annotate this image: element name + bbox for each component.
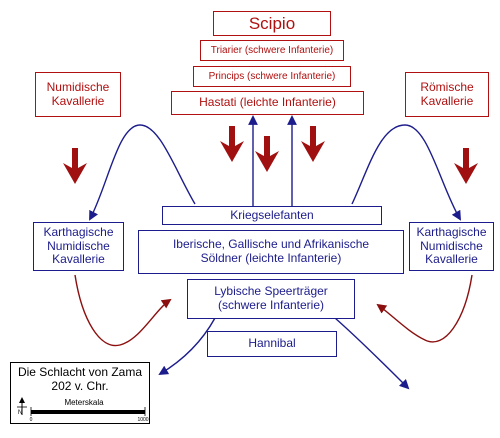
hastati-box: Hastati (leichte Infanterie) xyxy=(171,91,364,115)
roman-cavalry-label: Römische Kavallerie xyxy=(420,79,474,108)
scipio-label: Scipio xyxy=(248,13,296,33)
triarii-box: Triarier (schwere Infanterie) xyxy=(200,40,344,61)
legend-box: Die Schlacht von Zama 202 v. Chr. N Mete… xyxy=(10,362,150,424)
legend-title: Die Schlacht von Zama 202 v. Chr. xyxy=(17,365,143,393)
scale-bar xyxy=(31,410,145,414)
carthaginian-cavalry-right-box: Karthagische Numidische Kavallerie xyxy=(409,222,494,271)
libyan-spearmen-label: Lybische Speerträger (schwere Infanterie… xyxy=(214,284,328,312)
scale-min-label: 0 xyxy=(30,417,33,423)
numidian-cavalry-box: Numidische Kavallerie xyxy=(35,72,121,117)
roman-cavalry-box: Römische Kavallerie xyxy=(405,72,489,117)
cavalry-pursuit-arrows xyxy=(89,124,461,390)
curved-arrow-icon xyxy=(89,124,196,221)
curved-arrow-icon xyxy=(376,274,473,343)
red-down-arrow-icon xyxy=(220,126,244,162)
principes-box: Princips (schwere Infanterie) xyxy=(193,66,351,87)
principes-label: Princips (schwere Infanterie) xyxy=(208,70,336,82)
hannibal-box: Hannibal xyxy=(207,331,337,357)
elephants-box: Kriegselefanten xyxy=(162,206,382,225)
hannibal-label: Hannibal xyxy=(248,336,296,351)
elephant-charge-arrows xyxy=(248,115,297,206)
legend-scale-graphic: N Meterskala 0 1000 xyxy=(17,397,149,423)
cavalry-retreat-arrows xyxy=(74,274,473,347)
carthaginian-cavalry-right-label: Karthagische Numidische Kavallerie xyxy=(416,224,487,267)
mercenaries-label: Iberische, Gallische und Afrikanische Sö… xyxy=(172,237,370,265)
north-arrow-icon xyxy=(17,397,27,415)
carthaginian-cavalry-left-label: Karthagische Numidische Kavallerie xyxy=(43,224,114,267)
north-label: N xyxy=(18,410,22,416)
red-down-arrow-icon xyxy=(255,136,279,172)
curved-arrow-icon xyxy=(158,317,216,376)
curved-arrow-icon xyxy=(334,317,410,390)
scipio-box: Scipio xyxy=(213,11,331,36)
scale-label: Meterskala xyxy=(64,398,104,407)
hastati-label: Hastati (leichte Infanterie) xyxy=(199,95,336,110)
roman-advance-arrows xyxy=(63,126,478,184)
numidian-cavalry-label: Numidische Kavallerie xyxy=(46,79,110,108)
scale-max-label: 1000 xyxy=(137,417,148,423)
elephants-label: Kriegselefanten xyxy=(230,207,314,222)
curved-arrow-icon xyxy=(74,274,172,347)
red-down-arrow-icon xyxy=(63,148,87,184)
red-down-arrow-icon xyxy=(301,126,325,162)
curved-arrow-icon xyxy=(351,124,461,221)
red-down-arrow-icon xyxy=(454,148,478,184)
triarii-label: Triarier (schwere Infanterie) xyxy=(210,44,334,56)
libyan-spearmen-box: Lybische Speerträger (schwere Infanterie… xyxy=(187,279,355,319)
carthaginian-cavalry-left-box: Karthagische Numidische Kavallerie xyxy=(33,222,124,271)
mercenaries-box: Iberische, Gallische und Afrikanische Sö… xyxy=(138,230,404,274)
